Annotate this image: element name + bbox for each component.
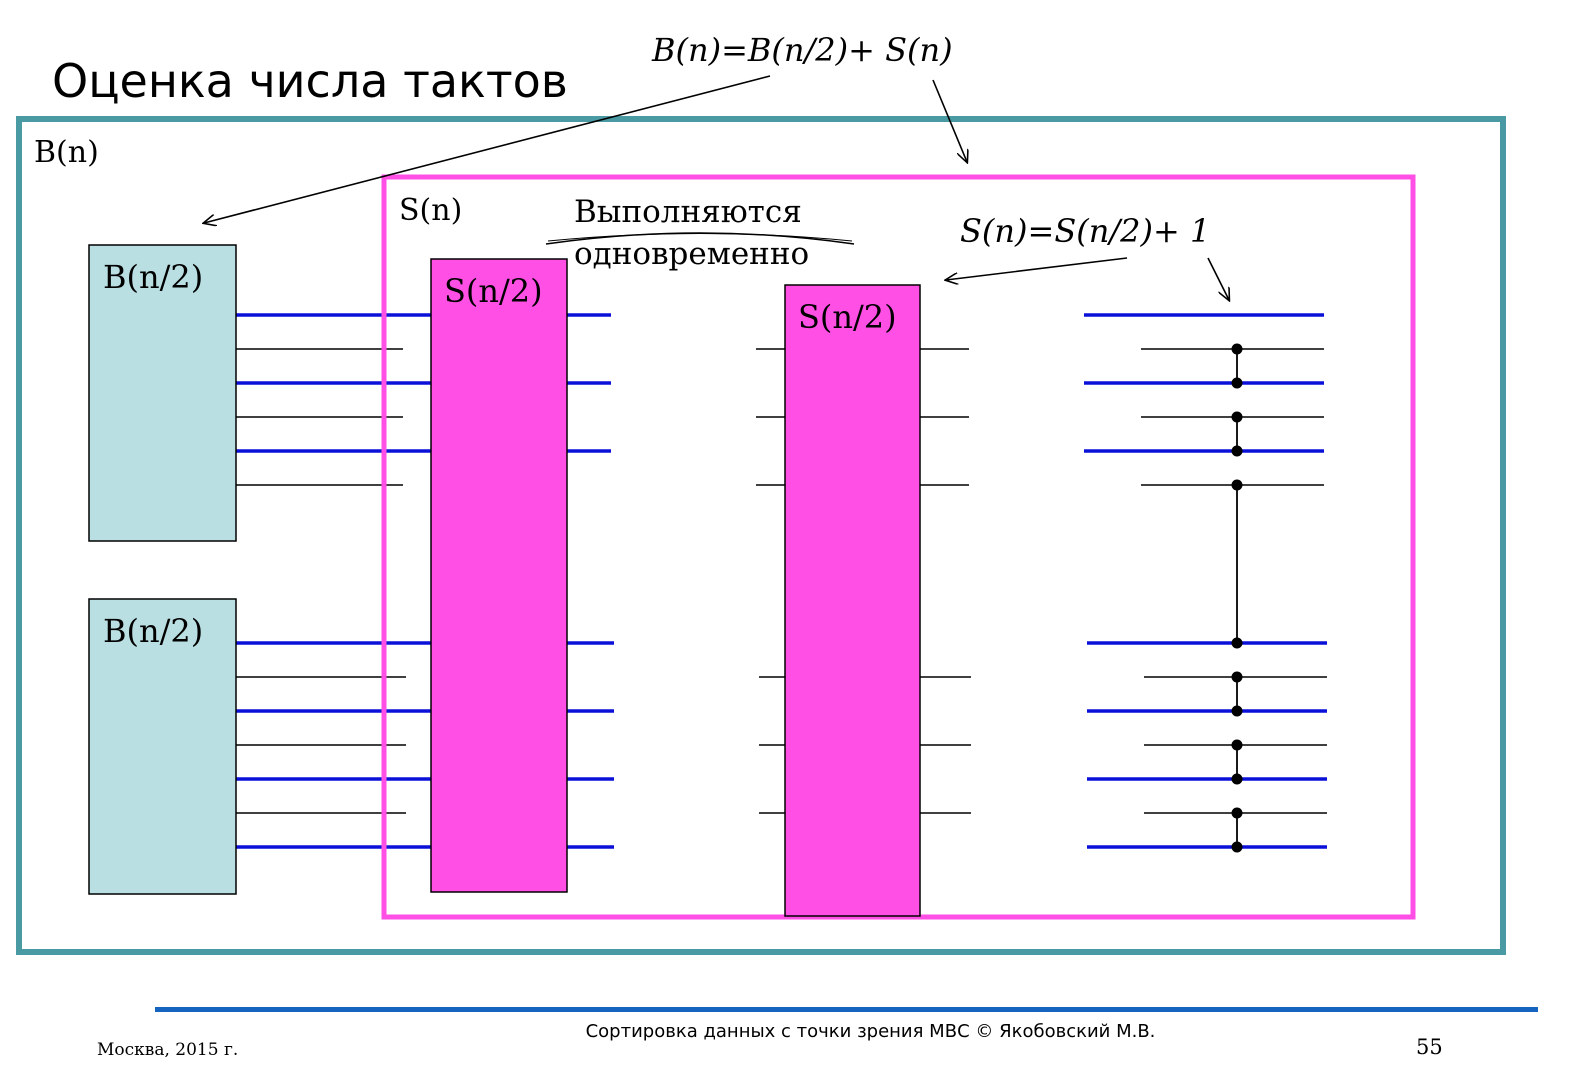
block-b-half-bottom: [88, 598, 237, 895]
inner-frame-label: S(n): [399, 193, 462, 228]
block-b-half-top: [88, 244, 237, 542]
footer-location-year: Москва, 2015 г.: [97, 1040, 239, 1060]
footer-rule: [155, 1007, 1538, 1012]
comparator-node: [1231, 773, 1243, 785]
arrow-to-s-frame-icon: [932, 79, 967, 162]
footer-title: Сортировка данных с точки зрения МВС © Я…: [585, 1021, 1156, 1042]
outer-frame-b-n: [16, 116, 1506, 955]
comparator-node: [1231, 671, 1243, 683]
comparator-network: [1231, 343, 1243, 853]
parallel-note-line1: Выполняются: [574, 194, 802, 230]
block-b-half-top-label: B(n/2): [103, 258, 203, 296]
comparator-node: [1231, 841, 1243, 853]
formula-s-recurrence: S(n)=S(n/2)+ 1: [960, 212, 1210, 250]
block-s-half-right-label: S(n/2): [798, 298, 897, 336]
arrow-to-b-half-icon: [204, 75, 771, 223]
brace-inner-icon: [547, 233, 853, 242]
comparator-node: [1231, 479, 1243, 491]
arrow-to-s-half-icon: [946, 257, 1128, 280]
comparator-node: [1231, 637, 1243, 649]
comparator-node: [1231, 411, 1243, 423]
comparator-node: [1231, 343, 1243, 355]
comparator-node: [1231, 739, 1243, 751]
slide-title: Оценка числа тактов: [52, 54, 568, 108]
outer-frame-label: B(n): [34, 135, 99, 170]
inner-frame-s-n: [381, 174, 1416, 920]
arrow-to-comparators-icon: [1207, 257, 1229, 300]
page-number: 55: [1416, 1035, 1443, 1059]
block-s-half-left-label: S(n/2): [444, 272, 543, 310]
wire-lines: [236, 313, 1327, 849]
comparator-node: [1231, 445, 1243, 457]
block-b-half-bottom-label: B(n/2): [103, 612, 203, 650]
formula-b-recurrence: B(n)=B(n/2)+ S(n): [651, 31, 953, 69]
block-s-half-left: [430, 258, 568, 893]
block-s-half-right: [784, 284, 921, 917]
comparator-node: [1231, 705, 1243, 717]
parallel-note-line2: одновременно: [574, 236, 809, 272]
comparator-node: [1231, 377, 1243, 389]
comparator-node: [1231, 807, 1243, 819]
